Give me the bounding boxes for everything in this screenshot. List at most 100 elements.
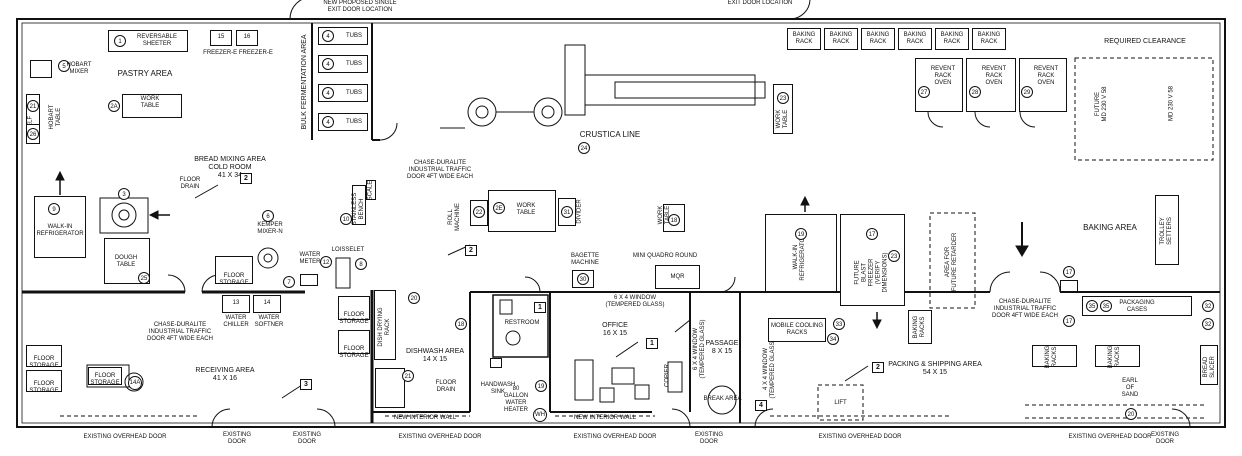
overhead-door-label-3: EXISTING OVERHEAD DOOR [573, 434, 657, 440]
revent-oven-29 [1019, 58, 1067, 112]
dish-drying-rack [374, 290, 396, 360]
existing-door-4 [1171, 408, 1191, 428]
callout-4: 4 [755, 400, 767, 411]
water-heater-label: 80 GALLON WATER HEATER [503, 386, 529, 413]
bagette-label: BAGETTE MACHINE [570, 253, 599, 266]
baking-area-label: BAKING AREA [1083, 223, 1137, 232]
overhead-door-label-1: EXISTING OVERHEAD DOOR [83, 434, 167, 440]
mqr [655, 265, 700, 289]
overhead-door-label-2: EXISTING OVERHEAD DOOR [398, 434, 482, 440]
bread-mixing-label: BREAD MIXING AREA COLD ROOM 41 X 34 [194, 156, 266, 179]
chase-door-left [167, 274, 186, 293]
mobile-cooling-racks [768, 318, 826, 342]
freezer-16 [236, 30, 258, 46]
floor-drain-label: FLOOR DRAIN [179, 177, 201, 190]
office-label: OFFICE 16 X 15 [602, 322, 628, 337]
callout-1-restroom: 1 [534, 302, 546, 313]
tag-2a: 2A [108, 100, 120, 112]
floor-storage-6 [88, 367, 122, 385]
callout-3: 3 [300, 379, 312, 390]
existing-door-1 [211, 408, 231, 428]
dishwash-area-label: DISHWASH AREA 14 X 15 [405, 348, 465, 363]
walk-in-left-label: Walk-in Refrigerator [36, 224, 84, 237]
tag-14a: 14A [128, 376, 142, 390]
break-area-label: BREAK AREA [703, 396, 742, 402]
loisselet-shape [335, 257, 351, 289]
existing-door-label-3: EXISTING DOOR [694, 432, 723, 445]
callout-2-packing: 2 [872, 362, 884, 373]
required-clearance-box [1074, 57, 1214, 161]
restroom-label: RESTROOM [504, 320, 540, 326]
future-retarder-label: AREA FOR FUTURE RETARDER [945, 232, 958, 292]
new-exit-label: NEW PROPOSED SINGLE EXIT DOOR LOCATION [323, 0, 397, 13]
existing-door-5 [754, 408, 774, 428]
water-chiller [222, 295, 250, 313]
trolley-setters [1155, 195, 1179, 265]
baking-racks-right-2 [1095, 345, 1140, 367]
required-clearance-label: REQUIRED CLEARANCE [1104, 38, 1186, 45]
water-chiller-label: WATER CHILLER [223, 315, 249, 328]
packaging-cases [1082, 296, 1192, 316]
dough-table [104, 238, 150, 284]
window-office-top: 6 X 4 WINDOW (TEMPERED GLASS) [605, 295, 665, 308]
water-softner-label: WATER SOFTNER [254, 315, 284, 328]
callout-2-mixing: 2 [240, 173, 252, 184]
baking-rack-6 [972, 28, 1006, 50]
passage-label: PASSAGE 8 X 15 [705, 340, 739, 355]
outer-wall-inner [21, 22, 1221, 424]
floor-storage-2 [338, 296, 370, 320]
walk-in-refrigerator-left [34, 196, 86, 258]
hobart-mixer [30, 60, 52, 78]
floor-drain-2-label: FLOOR DRAIN [435, 380, 457, 393]
baking-rack-3 [861, 28, 895, 50]
floor-storage-5 [26, 370, 62, 392]
receiving-area-label: RECEIVING AREA 41 X 16 [195, 367, 255, 382]
baking-rack-1 [787, 28, 821, 50]
stainless-bench [352, 185, 366, 225]
handwash-label: Handwash Sink [480, 382, 516, 395]
exit-door-top-left [289, 0, 303, 20]
floor-storage-1 [215, 256, 253, 284]
chase-label-center: CHASE-DURALITE INDUSTRIAL TRAFFIC DOOR 4… [407, 160, 473, 180]
freezer-15 [210, 30, 232, 46]
overhead-door-label-5: EXISTING OVERHEAD DOOR [1068, 434, 1152, 440]
baking-racks-center [908, 310, 932, 344]
bread-slicer [1200, 345, 1218, 385]
baking-rack-5 [935, 28, 969, 50]
break-table [707, 385, 737, 415]
new-interior-wall-label-1: NEW INTERIOR WALL [393, 415, 457, 421]
bulk-fermentation-label: BULK FERMENTATION AREA [301, 34, 308, 130]
chase-label-left: CHASE-DURALITE INDUSTRIAL TRAFFIC DOOR 4… [147, 322, 213, 342]
exit-door-top-right [789, 0, 811, 20]
roll-machine-label: ROLL MACHINE [448, 203, 461, 231]
existing-door-label-4: EXISTING DOOR [1150, 432, 1179, 445]
outer-wall [16, 18, 1226, 428]
scale [366, 180, 376, 200]
crustica-line-body [564, 44, 586, 116]
future-retarder-box [929, 212, 976, 309]
existing-door-label-2: EXISTING DOOR [292, 432, 321, 445]
chase-door-center [379, 122, 398, 141]
mini-quadro-label: MINI QUADRO ROUND [632, 253, 698, 259]
existing-door-label-1: EXISTING DOOR [222, 432, 251, 445]
water-softner [253, 295, 281, 313]
loisselet-label: Loisselet [331, 247, 365, 253]
revent-oven-28 [966, 58, 1016, 112]
copier-shape [667, 361, 683, 393]
earl-of-sand-label: EARL OF SAND [1121, 378, 1139, 398]
dishwash-sink-block [375, 368, 405, 408]
reversable-sheeter-label: Reversable Sheeter [136, 34, 178, 47]
window-office-right: 6 X 4 WINDOW (TEMPERED GLASS) [693, 319, 706, 379]
kemper-mixer [257, 247, 279, 269]
kemper-label: Kemper Mixer-N [257, 222, 283, 235]
work-table-2e [488, 190, 556, 232]
existing-door-3 [671, 408, 691, 428]
crustica-line-label: CRUSTICA LINE [579, 130, 641, 139]
chase-label-right: CHASE-DURALITE INDUSTRIAL TRAFFIC DOOR 4… [992, 299, 1058, 319]
work-table-2a-label: Work Table [140, 96, 160, 109]
hobart-table-label: HOBART TABLE [49, 104, 62, 130]
walk-in-refrigerator-right [765, 214, 837, 292]
packing-shipping-label: PACKING & SHIPPING AREA 54 X 15 [888, 361, 982, 376]
window-passage: 4 X 4 WINDOW (TEMPERED GLASS) [763, 339, 776, 399]
tag-1: 1 [114, 35, 126, 47]
